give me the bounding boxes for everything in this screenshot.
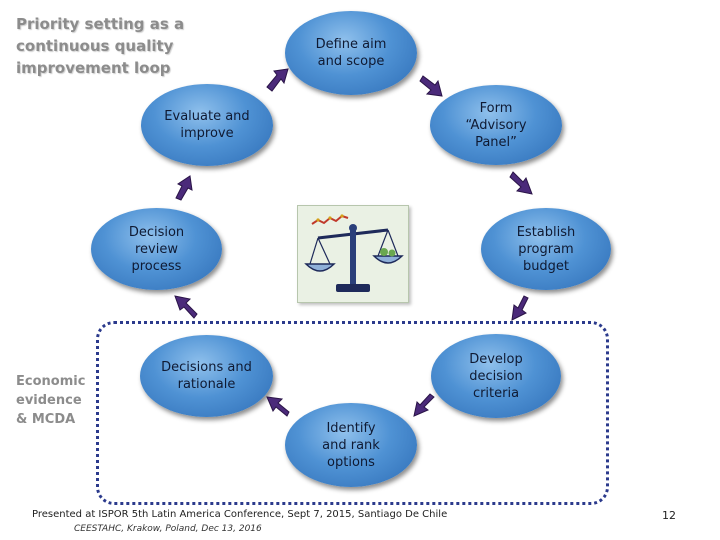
curved-arrow-icon bbox=[266, 396, 290, 417]
mcda-dashed-box bbox=[96, 321, 609, 505]
curved-arrow-icon bbox=[511, 295, 529, 321]
node-decision-review: Decision review process bbox=[91, 208, 222, 290]
node-program-budget: Establish program budget bbox=[481, 208, 611, 290]
curved-arrow-icon bbox=[419, 75, 443, 97]
curved-arrow-icon bbox=[509, 171, 533, 195]
footer-presented: Presented at ISPOR 5th Latin America Con… bbox=[32, 509, 448, 520]
node-define-aim: Define aim and scope bbox=[285, 11, 417, 95]
node-evaluate-improve: Evaluate and improve bbox=[141, 84, 273, 166]
node-decision-criteria: Develop decision criteria bbox=[431, 334, 561, 418]
node-decisions-rationale: Decisions and rationale bbox=[140, 335, 273, 417]
curved-arrow-icon bbox=[175, 175, 193, 201]
node-identify-options: Identify and rank options bbox=[285, 403, 417, 487]
footer-credit: CEESTAHC, Krakow, Poland, Dec 13, 2016 bbox=[74, 524, 262, 534]
node-advisory-panel: Form “Advisory Panel” bbox=[430, 85, 562, 165]
slide-title: Priority setting as a continuous quality… bbox=[16, 15, 185, 77]
balance-scale-icon bbox=[297, 205, 409, 303]
curved-arrow-icon bbox=[413, 393, 435, 417]
curved-arrow-icon bbox=[174, 295, 198, 319]
side-label: Economic evidence & MCDA bbox=[16, 374, 86, 427]
curved-arrow-icon bbox=[266, 68, 289, 92]
page-number: 12 bbox=[662, 509, 676, 522]
